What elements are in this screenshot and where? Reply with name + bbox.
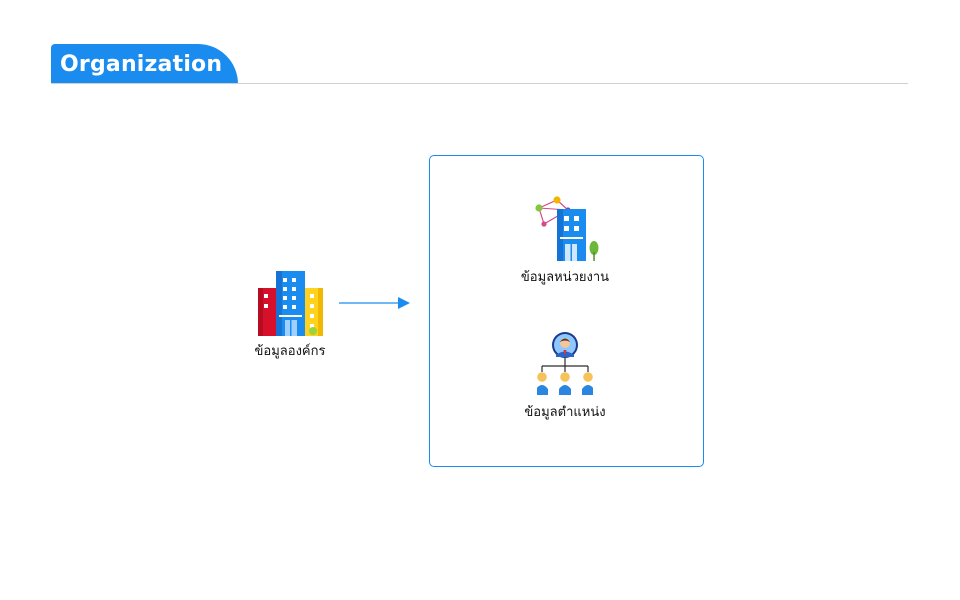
position-label: ข้อมูลตำแหน่ง bbox=[524, 405, 606, 420]
header-divider bbox=[51, 83, 908, 84]
office-buildings-icon bbox=[258, 271, 323, 336]
org-hierarchy-icon bbox=[537, 332, 593, 395]
department-label: ข้อมูลหน่วยงาน bbox=[520, 270, 610, 285]
organization-node: ข้อมูลองค์กร bbox=[240, 270, 340, 361]
flow-arrow bbox=[339, 297, 410, 309]
position-node: ข้อมูลตำแหน่ง bbox=[500, 331, 630, 422]
header-tab: Organization bbox=[51, 44, 238, 84]
department-node: ข้อมูลหน่วยงาน bbox=[500, 196, 630, 287]
organization-label: ข้อมูลองค์กร bbox=[254, 344, 326, 359]
department-building-icon bbox=[535, 196, 599, 261]
details-group-box bbox=[429, 155, 704, 467]
page-title: Organization bbox=[60, 51, 223, 77]
